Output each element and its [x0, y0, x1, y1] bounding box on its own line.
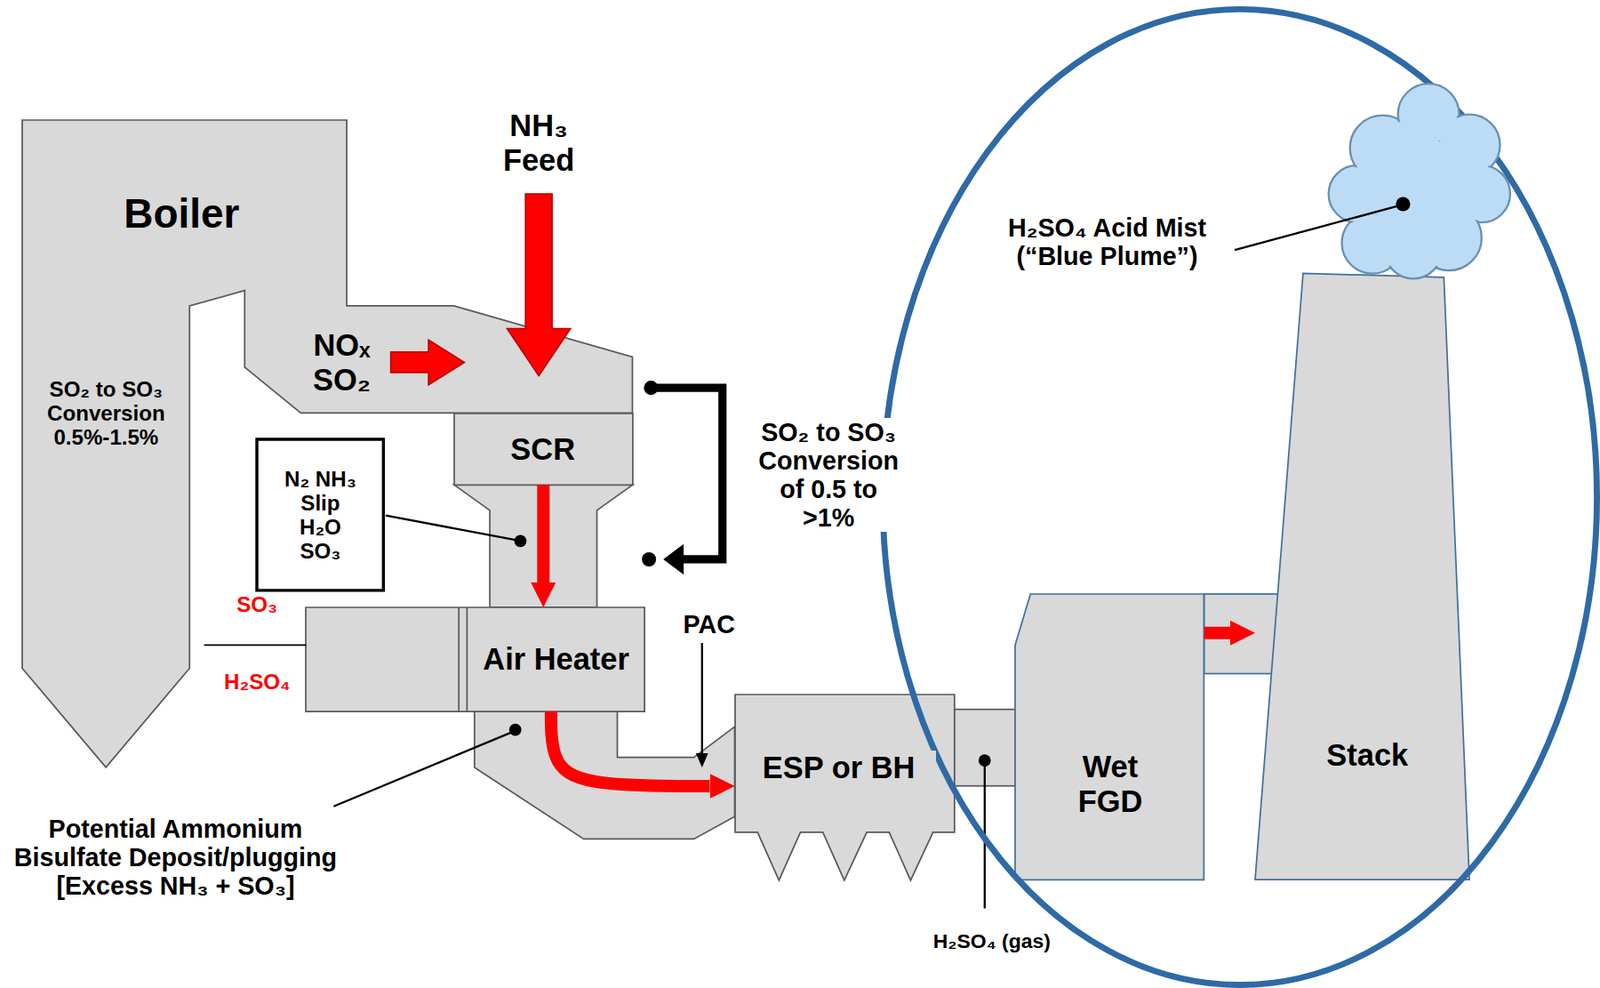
leader-dot	[514, 534, 528, 547]
air-heater-outlet-duct	[474, 711, 736, 839]
heater-divider	[458, 607, 461, 712]
leader-line	[385, 515, 516, 541]
leader-line	[1234, 206, 1398, 250]
leader-dot	[1395, 197, 1410, 212]
bracket-arrowhead	[663, 544, 684, 575]
box-title: Boiler	[80, 191, 285, 237]
conversion-bracket	[650, 387, 722, 560]
stack-shape-outline	[1255, 271, 1470, 880]
pac-arrowhead	[696, 752, 709, 768]
air-heater-box-fill	[305, 607, 645, 712]
bracket-dot	[641, 552, 656, 567]
wet-fgd-shape-outline	[1015, 593, 1204, 880]
injection-label: PAC	[668, 609, 751, 639]
box-title: ESP or BH	[742, 750, 936, 785]
box-note: SO₂ to SO₃ Conversion 0.5%-1.5%	[25, 376, 187, 449]
products-box-fill	[256, 439, 384, 591]
products-box: N₂ NH₃ Slip H₂O SO₃	[256, 439, 384, 591]
gas-species-label: NOₓ SO₂	[301, 328, 384, 397]
flue-gas-arrow	[391, 339, 465, 385]
box-title: Air Heater	[480, 641, 633, 677]
box-title: SCR	[461, 432, 625, 467]
leader-dot	[978, 753, 992, 767]
box-title: Stack	[1290, 737, 1444, 773]
plume-note: H₂SO₄ Acid Mist (“Blue Plume”)	[984, 213, 1231, 271]
air-heater-box: Air Heater	[305, 607, 645, 712]
flow-arrow	[1204, 626, 1231, 640]
focus-ellipse	[882, 8, 1598, 984]
stack-shape: Stack	[1255, 271, 1470, 880]
species-label: H₂SO₄	[211, 669, 304, 694]
species-label: H₂SO₄ (gas)	[904, 929, 1079, 953]
species-label: SO₃	[216, 592, 298, 616]
deposit-note: Potential Ammonium Bisulfate Deposit/plu…	[12, 814, 339, 900]
box-title: N₂ NH₃ Slip H₂O SO₃	[280, 466, 362, 563]
leader-line	[333, 732, 511, 807]
shape-part	[1369, 137, 1472, 240]
pac-injection-line	[701, 642, 704, 755]
heater-divider	[466, 607, 469, 712]
feed-label: NH₃ Feed	[492, 108, 584, 177]
wet-fgd-shape-fill	[1015, 593, 1204, 880]
scr-outlet-duct	[454, 484, 633, 608]
scr-box-fill	[454, 413, 633, 485]
divider-line	[204, 644, 307, 647]
blue-plume-cloud	[1328, 83, 1511, 279]
conversion-note: SO₂ to SO₃ Conversion of 0.5 to >1%	[752, 417, 905, 533]
stack-shape-fill	[1255, 273, 1470, 880]
box-title: Wet FGD	[1048, 749, 1172, 818]
scr-box: SCR	[454, 413, 633, 485]
leader-dot	[509, 723, 522, 736]
flow-arrow	[536, 484, 550, 583]
bracket-dot	[643, 380, 658, 395]
blue-plume-fill	[1330, 85, 1509, 277]
nh3-feed-arrow	[507, 193, 571, 376]
wet-fgd-shape: Wet FGD	[1015, 593, 1204, 880]
flow-arrow	[551, 711, 711, 786]
